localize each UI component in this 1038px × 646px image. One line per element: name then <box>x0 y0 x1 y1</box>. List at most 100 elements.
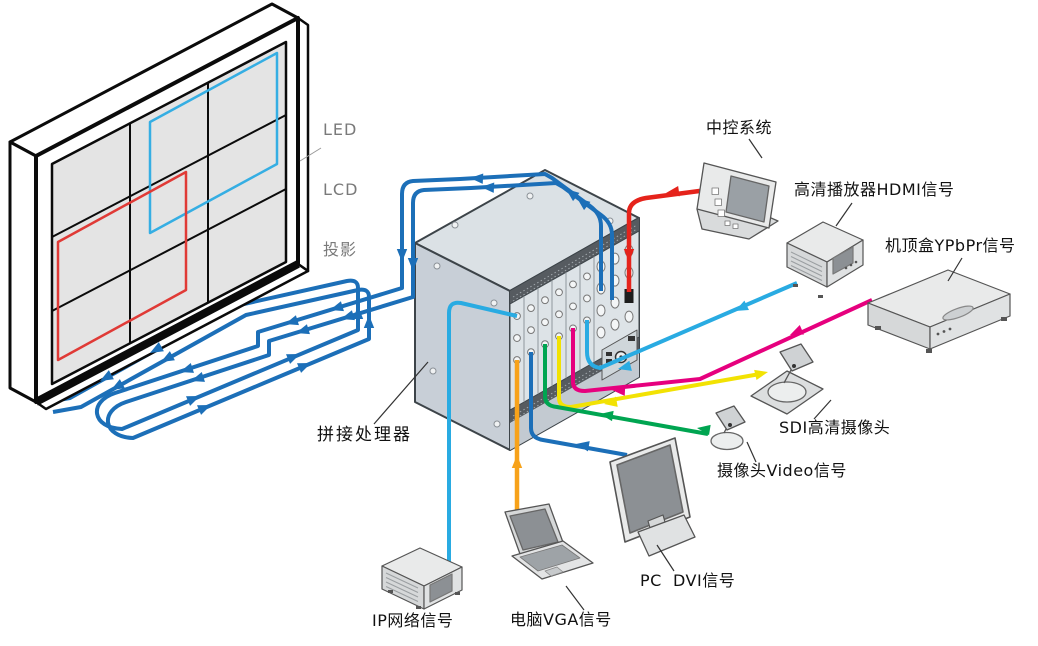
arrowhead-blue <box>191 372 205 382</box>
arrowhead-blue <box>197 405 211 415</box>
cable-vcam-green <box>543 344 709 436</box>
processor-chassis <box>414 169 640 451</box>
leader-video-camera <box>746 441 757 463</box>
arrowhead-blue <box>150 342 164 353</box>
cable-hdmi-cyan <box>585 281 798 370</box>
leader-sdi-camera <box>813 399 832 420</box>
input-port <box>583 272 591 281</box>
cable-ip-cyan <box>447 300 518 562</box>
input-port <box>513 334 521 342</box>
pc-monitor-device <box>609 437 696 557</box>
arrowhead-blue <box>100 370 114 381</box>
leader-laptop-vga <box>565 585 585 611</box>
arrowhead-blue <box>576 441 590 452</box>
arrowhead-cyan <box>735 300 749 311</box>
pc-dvi-label: PC DVI信号 <box>640 571 736 590</box>
input-port <box>569 280 577 289</box>
input-port <box>541 318 549 327</box>
arrowhead-blue <box>161 351 175 362</box>
arrowhead-blue <box>363 315 375 328</box>
arrowhead-blue <box>352 306 364 319</box>
input-port <box>527 326 535 335</box>
arrowhead-green <box>600 410 614 422</box>
output-port <box>596 326 606 339</box>
set-top-box-device <box>867 269 1011 353</box>
arrowhead-blue <box>111 379 125 390</box>
cable-dvi-blue <box>529 352 628 457</box>
wall-bottom-thick <box>34 260 300 406</box>
laptop-device <box>504 503 594 580</box>
set-top-box-label: 机顶盒YPbPr信号 <box>885 236 1016 255</box>
cable-stb-magenta <box>571 298 873 393</box>
control-port <box>624 289 634 303</box>
ip-network-label: IP网络信号 <box>372 611 454 630</box>
video-camera-body <box>715 405 746 431</box>
laptop-touchpad <box>544 566 564 577</box>
leader-lines <box>299 138 963 611</box>
touch-screen <box>725 175 770 223</box>
arrowhead-blue <box>566 189 580 202</box>
leader-wall <box>299 147 322 162</box>
wall-grid <box>51 83 287 343</box>
input-port <box>555 310 563 319</box>
wall-cable-bundle <box>41 172 614 440</box>
arrowhead-blue <box>186 396 200 406</box>
wall-left-edge <box>8 140 38 404</box>
leader-central-control <box>748 138 763 159</box>
monitor-screen <box>616 444 684 534</box>
player-display <box>832 246 854 275</box>
arrowhead-blue <box>481 182 495 193</box>
wall-cable-2 <box>52 181 614 440</box>
processor-label: 拼接处理器 <box>317 425 412 445</box>
display-wall-label-proj: 投影 <box>323 240 358 259</box>
leader-processor <box>373 361 429 425</box>
display-wall-label-lcd: LCD <box>323 180 359 199</box>
arrowhead-blue <box>296 324 310 335</box>
input-port <box>527 304 535 313</box>
arrowhead-orange <box>511 455 523 468</box>
input-port <box>569 302 577 311</box>
arrowhead-cyan <box>618 360 632 371</box>
arrowhead-blue <box>286 354 300 364</box>
input-port <box>555 288 563 297</box>
monitor-base <box>637 514 696 557</box>
sdi-camera-device <box>750 343 824 415</box>
chassis-vent-top <box>510 218 639 304</box>
stb-disc-slot <box>942 305 974 321</box>
central-control-device <box>696 162 779 240</box>
chassis-card-area <box>509 230 640 411</box>
leader-set-top-box <box>947 257 963 282</box>
display-wall-label-led: LED <box>323 120 358 139</box>
video-camera-device <box>710 405 746 451</box>
wall-window-blue <box>148 51 279 235</box>
leader-hdmi-player <box>835 202 853 227</box>
arrowhead-green <box>697 424 711 436</box>
video-camera-label: 摄像头Video信号 <box>717 461 847 480</box>
arrowhead-blue <box>396 249 408 262</box>
central-control-label: 中控系统 <box>706 118 773 137</box>
video-wall <box>8 2 310 411</box>
display-wall-label: LED LCD 投影 <box>323 80 358 300</box>
cable-sdi-yellow <box>557 336 761 409</box>
arrowhead-blue <box>341 310 355 321</box>
sdi-camera-label: SDI高清摄像头 <box>779 418 891 437</box>
arrowhead-red <box>623 249 635 262</box>
arrowhead-blue <box>180 363 194 373</box>
wall-window-red <box>56 170 188 362</box>
output-port <box>596 304 606 317</box>
arrowhead-blue <box>470 173 484 184</box>
leader-pc-dvi <box>656 544 675 572</box>
laptop-keyboard <box>519 544 581 572</box>
hdmi-player-label: 高清播放器HDMI信号 <box>794 180 955 199</box>
sdi-camera-body <box>779 343 814 372</box>
arrowhead-blue <box>297 363 311 373</box>
ip-display <box>429 573 453 603</box>
arrowhead-blue <box>407 258 419 271</box>
arrowhead-magenta <box>612 385 626 396</box>
arrowhead-blue <box>285 315 299 326</box>
input-port <box>583 294 591 303</box>
output-port <box>610 318 620 331</box>
input-port <box>541 296 549 305</box>
